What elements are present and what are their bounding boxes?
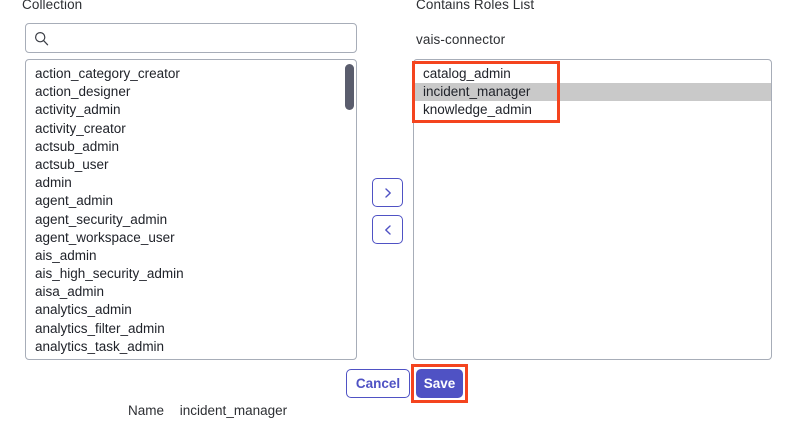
list-item[interactable]: agent_workspace_user [35,229,175,245]
name-field-label: Name [128,403,165,418]
list-item[interactable]: ais_admin [35,247,97,263]
collection-list-scrollbar-thumb[interactable] [345,64,354,110]
list-item[interactable]: agent_admin [35,193,114,209]
name-row: Name incident_manager [128,403,287,418]
list-item[interactable]: ais_high_security_admin [35,266,184,282]
search-input-wrapper[interactable] [25,23,357,53]
name-field-value: incident_manager [179,403,288,418]
list-item[interactable]: aisa_admin [35,284,105,300]
list-item[interactable]: analytics_filter_admin [35,320,165,336]
list-item[interactable]: knowledge_admin [423,102,532,118]
search-input[interactable] [55,27,335,49]
save-button[interactable]: Save [416,369,463,398]
list-item[interactable]: admin [35,175,72,191]
role-subject-name: vais-connector [416,32,506,47]
list-item[interactable]: activity_admin [35,102,121,118]
chevron-right-icon [382,186,394,200]
collection-label: Collection [22,0,83,12]
list-item[interactable]: activity_creator [35,120,126,136]
list-item[interactable]: action_designer [35,84,131,100]
list-item[interactable]: catalog_admin [423,66,511,81]
move-left-button[interactable] [372,215,403,244]
list-item[interactable]: analytics_admin [35,302,132,318]
list-item[interactable]: actsub_admin [35,138,120,154]
list-item[interactable]: agent_security_admin [35,211,168,227]
contains-roles-list-label: Contains Roles List [416,0,535,12]
list-item[interactable]: action_category_creator [35,66,180,81]
list-item[interactable]: analytics_task_admin [35,338,165,354]
search-icon [34,31,49,46]
collection-list-scrollbar-track[interactable] [345,62,354,357]
list-item[interactable]: actsub_user [35,156,109,172]
chevron-left-icon [382,223,394,237]
move-right-button[interactable] [372,178,403,207]
cancel-button[interactable]: Cancel [346,369,410,398]
list-item[interactable]: incident_manager [414,83,771,102]
